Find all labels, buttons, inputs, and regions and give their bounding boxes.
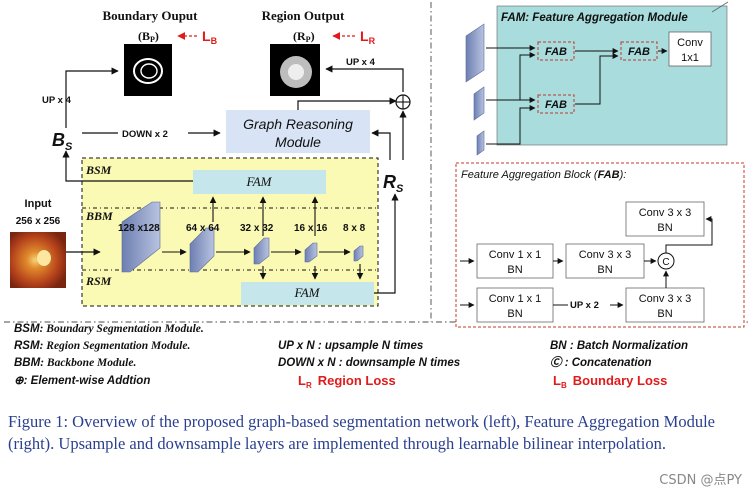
- input-label: Input: [25, 198, 52, 210]
- legend-concat: Ⓒ : Concatenation: [550, 356, 652, 369]
- grm-line1: Graph Reasoning: [243, 116, 353, 132]
- conv33-bot-l1: Conv 3 x 3: [639, 293, 692, 305]
- fam-title: FAM: Feature Aggregation Module: [501, 12, 688, 24]
- grm-to-add-arrow: [297, 97, 397, 110]
- legend-bsm: BSM: Boundary Segmentation Module.: [14, 323, 204, 335]
- legend-col1: BSM: Boundary Segmentation Module. RSM: …: [14, 323, 204, 387]
- slab-32: [253, 237, 270, 265]
- legend-col2: UP x N : upsample N times DOWN x N : dow…: [278, 340, 460, 390]
- size-64: 64 x 64: [186, 223, 220, 234]
- conv11-b-l2: BN: [507, 308, 522, 320]
- conv33-mid-l2: BN: [597, 264, 612, 276]
- grm-line2: Module: [275, 134, 321, 150]
- up4-left-arrow: [65, 67, 119, 128]
- fam-input-slab-3: [476, 130, 485, 156]
- slab-16: [304, 242, 318, 263]
- conv11-b-l1: Conv 1 x 1: [489, 293, 542, 305]
- region-cup: [288, 64, 304, 80]
- conv33-top-l1: Conv 3 x 3: [639, 207, 692, 219]
- conv1x1-line1: Conv: [677, 37, 703, 49]
- fab-label-3: FAB: [628, 46, 650, 58]
- boundary-inner-ring: [140, 63, 158, 79]
- conv1x1-box: [668, 31, 712, 67]
- fab-arrows: [460, 216, 713, 308]
- fam-to-rs-arrow: [374, 193, 399, 294]
- legend-rsm: RSM: Region Segmentation Module.: [14, 340, 190, 352]
- conv11-a-l2: BN: [507, 264, 522, 276]
- lr-label: LR: [360, 28, 376, 46]
- boundary-ring: [133, 58, 163, 84]
- graph-reasoning-module: [226, 110, 370, 153]
- fam-bottom-label: FAM: [293, 285, 320, 300]
- legend-up: UP x N : upsample N times: [278, 340, 423, 352]
- fab-box-1: [537, 41, 575, 61]
- region-output-sub: (RP): [293, 29, 315, 44]
- legend-add: ⊕: Element-wise Addtion: [14, 375, 150, 387]
- legend-down: DOWN x N : downsample N times: [278, 357, 460, 369]
- lb-label: LB: [202, 28, 218, 46]
- backbone-slabs: [121, 201, 364, 273]
- fam-bottom-box: [241, 282, 374, 305]
- conv1x1-line2: 1x1: [681, 52, 699, 64]
- region-output-title: Region Output: [262, 8, 345, 23]
- fam-input-slab-2: [473, 86, 485, 121]
- up2-label: UP x 2: [570, 300, 599, 311]
- fab-label-2: FAB: [545, 99, 567, 111]
- legend-bn: BN : Batch Normalization: [550, 340, 688, 352]
- watermark: CSDN @点PY: [659, 473, 742, 488]
- fam-top-box: [193, 170, 326, 194]
- fab-box-2: [537, 94, 575, 114]
- up4-right-label: UP x 4: [346, 57, 376, 68]
- boundary-output-sub: (BP): [138, 29, 159, 44]
- concat-label: C: [662, 257, 669, 268]
- bbm-label: BBM: [85, 209, 113, 223]
- slab-8: [353, 245, 364, 262]
- size-16: 16 x 16: [294, 223, 328, 234]
- up4-left-label: UP x 4: [42, 95, 72, 106]
- conv33-top-box: [625, 201, 705, 237]
- conv33-top-l2: BN: [657, 222, 672, 234]
- rs-label: RS: [383, 172, 404, 195]
- size-8: 8 x 8: [343, 223, 366, 234]
- boundary-output-image: [124, 44, 172, 96]
- bs-label: BS: [52, 130, 73, 153]
- fam-input-slab-1: [465, 23, 485, 83]
- boundary-output-title: Boundary Ouput: [102, 8, 198, 23]
- fam-to-bs-arrow: [62, 150, 193, 182]
- slab-64: [189, 227, 215, 273]
- conv33-bot-l2: BN: [657, 308, 672, 320]
- fam-arrows: [486, 45, 668, 145]
- size-32: 32 x 32: [240, 223, 274, 234]
- input-size: 256 x 256: [16, 216, 61, 227]
- rsm-label: RSM: [85, 274, 112, 288]
- down2-label: DOWN x 2: [122, 129, 168, 140]
- figure-caption: Figure 1: Overview of the proposed graph…: [8, 412, 716, 453]
- fab-title: Feature Aggregation Block (FAB):: [461, 169, 626, 181]
- conv33-bot-box: [625, 287, 705, 323]
- slab-128: [121, 201, 161, 273]
- rs-to-grm-arrow: [371, 129, 391, 160]
- fab-label-1: FAB: [545, 46, 567, 58]
- conv33-mid-l1: Conv 3 x 3: [579, 249, 632, 261]
- bsm-label: BSM: [85, 163, 112, 177]
- legend-col3: BN : Batch Normalization Ⓒ : Concatenati…: [550, 340, 688, 390]
- fab-box-3: [620, 41, 658, 61]
- size-128: 128 x128: [118, 223, 160, 234]
- fam-panel: [496, 5, 728, 146]
- legend-bbm: BBM: Backbone Module.: [14, 357, 136, 369]
- conv11-b-box: [476, 287, 554, 323]
- conv11-a-l1: Conv 1 x 1: [489, 249, 542, 261]
- up4-right-arrow: [325, 65, 404, 92]
- skip-arrows: [209, 196, 364, 280]
- fam-top-label: FAM: [245, 174, 272, 189]
